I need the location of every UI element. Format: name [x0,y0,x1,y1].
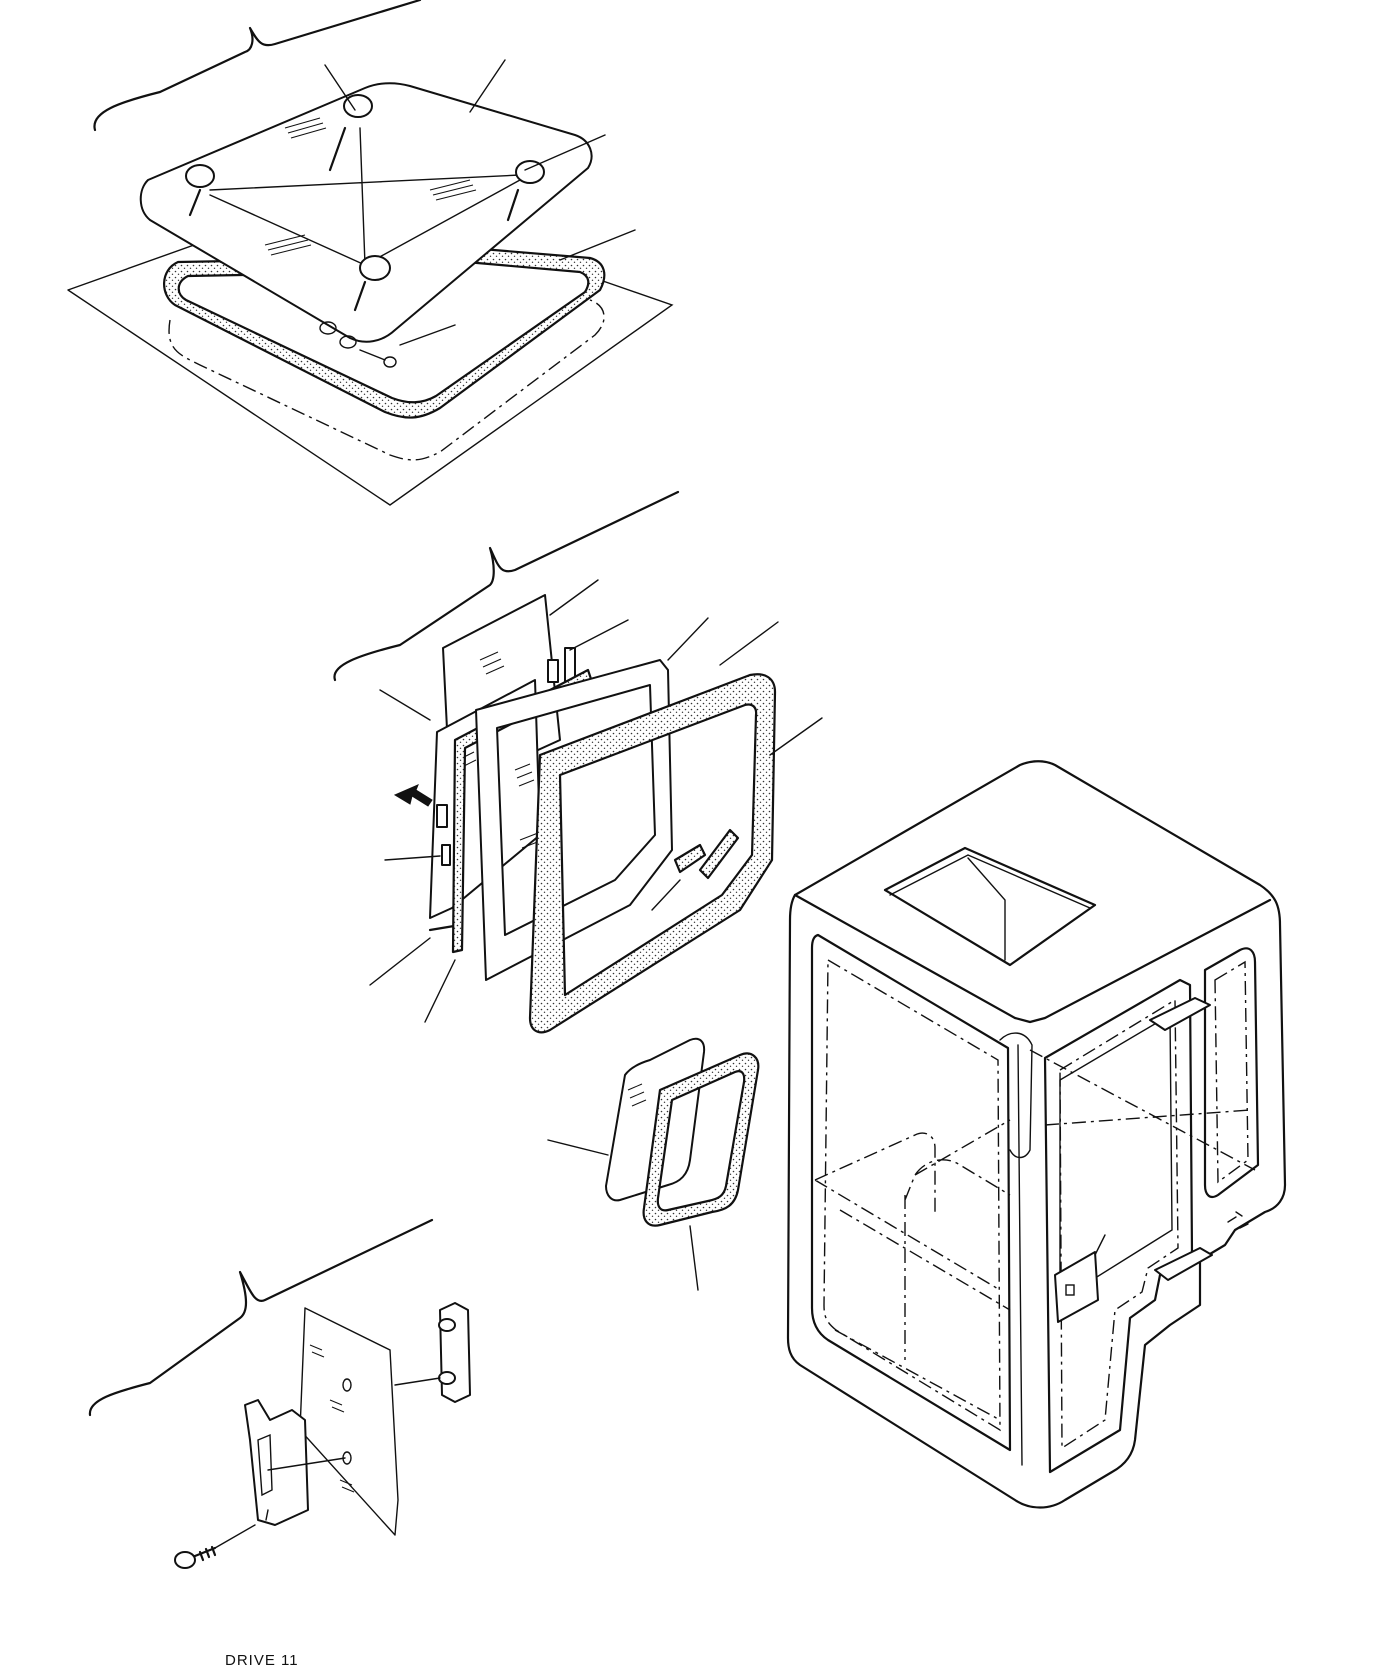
cab-door-hinge-upper [1149,997,1211,1031]
hatch-struts [188,126,520,312]
hatch-base-frame [168,299,605,461]
cab-door-frame [1043,978,1194,1474]
hatch-handle-icon [185,94,545,281]
cab-body [786,760,1287,1509]
cab-interior-frame [814,1049,1256,1421]
cab-front-window-dash [823,958,1001,1432]
hatch-hinge-pins [319,321,397,368]
arrow-pointer-icon [393,784,433,807]
hatch-leader-lines [324,59,636,346]
door-latch-block [673,828,740,880]
group-bracket-middle [333,490,680,682]
cab-door-dash [1059,998,1179,1450]
door-outer-seal [528,673,777,1034]
cab-door-handle [1054,1251,1099,1323]
cab-door-hinge-lower [1154,1247,1213,1281]
door-window-group [333,490,823,1034]
side-window-group [547,1037,760,1291]
screw-icon [174,1524,256,1569]
group-bracket-top [93,0,422,132]
hatch-glass-shading [264,117,477,256]
cab-outline [786,760,1287,1509]
footer-text: DRIVE 11 [225,1652,299,1669]
catch-bracket [244,1399,309,1526]
door-sash-frame [475,659,673,981]
cab-roof-opening [883,846,1097,967]
cab-front-window [810,933,1012,1452]
group-bracket-bottom [88,1218,434,1417]
door-leader-lines [369,579,823,1023]
roof-hatch-group [67,0,674,506]
catch-mounting-plate [299,1307,399,1536]
side-leader-lines [547,1139,699,1291]
hatch-glass-panel [139,82,593,343]
catch-striker [439,1302,471,1403]
side-seal [642,1052,760,1227]
door-catch-group [88,1218,471,1569]
catch-hole [342,1378,352,1392]
door-inner-seal [451,668,594,954]
cab-roof-edge [793,893,1272,1024]
cab-rear-window [1203,947,1260,1199]
hatch-braces [209,127,521,266]
